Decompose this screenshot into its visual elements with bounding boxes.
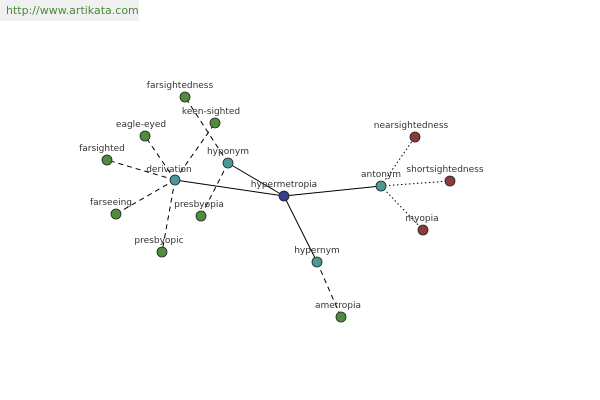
node-circle-keen-sighted[interactable]	[209, 117, 221, 129]
node-circle-shortsightedness[interactable]	[444, 175, 456, 187]
node-circle-presbyopic[interactable]	[156, 246, 168, 258]
node-label-hypernym: hypernym	[294, 246, 340, 256]
node-antonym[interactable]: antonym	[361, 170, 401, 192]
edge-hypermetropia-hypernym	[283, 195, 318, 263]
node-circle-presbyopia[interactable]	[195, 210, 207, 222]
node-label-presbyopic: presbyopic	[134, 236, 183, 246]
node-hypernym[interactable]: hypernym	[294, 246, 340, 268]
edge-derivation-farsighted	[106, 159, 176, 181]
edge-hypermetropia-antonym	[283, 185, 382, 197]
node-nearsightedness[interactable]: nearsightedness	[374, 121, 449, 143]
edge-hypermetropia-hyponym	[227, 162, 285, 197]
node-label-eagle-eyed: eagle-eyed	[116, 120, 166, 130]
edge-hypernym-ametropia	[316, 261, 342, 318]
node-label-farseeing: farseeing	[90, 198, 132, 208]
node-label-farsighted: farsighted	[79, 144, 125, 154]
node-circle-myopia[interactable]	[417, 224, 429, 236]
node-circle-ametropia[interactable]	[335, 311, 347, 323]
node-circle-hyponym[interactable]	[222, 157, 234, 169]
edge-hypermetropia-derivation	[174, 179, 285, 197]
node-label-derivation: derivation	[146, 165, 192, 175]
node-hypermetropia[interactable]: hypermetropia	[251, 180, 317, 202]
node-myopia[interactable]: myopia	[405, 214, 439, 236]
nodes-layer: hypermetropia derivation hyponym hypernym an…	[79, 81, 484, 323]
node-circle-farsightedness[interactable]	[179, 91, 191, 103]
node-presbyopic[interactable]: presbyopic	[134, 236, 184, 258]
node-circle-eagle-eyed[interactable]	[139, 130, 151, 142]
node-farseeing[interactable]: farseeing	[90, 198, 132, 220]
edges-layer	[106, 96, 451, 318]
node-label-ametropia: ametropia	[315, 301, 361, 311]
node-eagle-eyed[interactable]: eagle-eyed	[116, 120, 166, 142]
node-circle-farsighted[interactable]	[101, 154, 113, 166]
edge-antonym-shortsightedness	[380, 180, 451, 187]
edge-hyponym-presbyopia	[200, 162, 229, 217]
node-ametropia[interactable]: ametropia	[315, 301, 361, 323]
node-keen-sighted[interactable]: keen-sighted	[182, 107, 240, 129]
edge-derivation-presbyopic	[161, 179, 176, 253]
node-label-hypermetropia: hypermetropia	[251, 180, 317, 190]
node-label-nearsightedness: nearsightedness	[374, 121, 449, 131]
node-circle-antonym[interactable]	[375, 180, 387, 192]
node-circle-hypermetropia[interactable]	[278, 190, 290, 202]
node-label-presbyopia: presbyopia	[174, 200, 224, 210]
node-label-shortsightedness: shortsightedness	[406, 165, 483, 175]
edge-derivation-farseeing	[115, 179, 176, 215]
node-circle-hypernym[interactable]	[311, 256, 323, 268]
node-presbyopia[interactable]: presbyopia	[174, 200, 224, 222]
node-label-farsightedness: farsightedness	[147, 81, 214, 91]
node-farsightedness[interactable]: farsightedness	[147, 81, 214, 103]
node-label-keen-sighted: keen-sighted	[182, 107, 240, 117]
edge-hyponym-farsightedness	[184, 96, 229, 164]
node-derivation[interactable]: derivation	[146, 165, 192, 186]
node-label-hyponym: hyponym	[207, 147, 249, 157]
node-label-antonym: antonym	[361, 170, 401, 180]
node-circle-farseeing[interactable]	[110, 208, 122, 220]
node-circle-nearsightedness[interactable]	[409, 131, 421, 143]
node-hyponym[interactable]: hyponym	[207, 147, 249, 169]
node-shortsightedness[interactable]: shortsightedness	[406, 165, 484, 187]
node-farsighted[interactable]: farsighted	[79, 144, 125, 166]
node-circle-derivation[interactable]	[169, 174, 181, 186]
site-url-link[interactable]: http://www.artikata.com	[0, 0, 139, 21]
node-label-myopia: myopia	[405, 214, 438, 224]
